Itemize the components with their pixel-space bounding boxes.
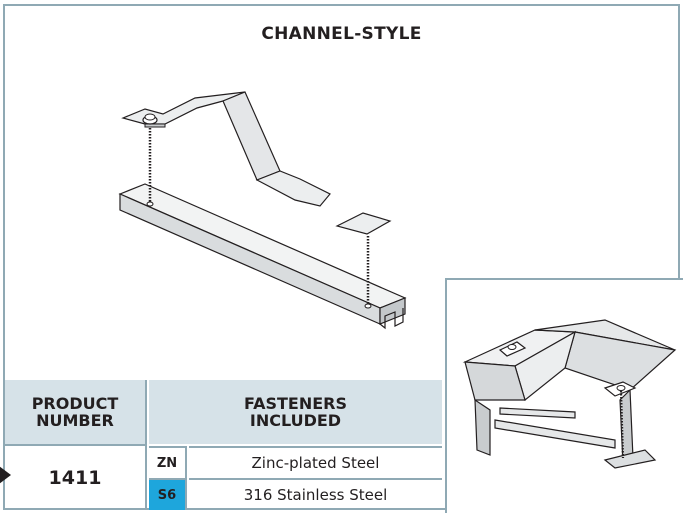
product-number-value: 1411 xyxy=(5,444,147,510)
channel-clamp-illustration-icon xyxy=(105,76,435,356)
material-zinc-plated-steel: Zinc-plated Steel xyxy=(189,446,442,478)
installed-clamp-illustration-icon xyxy=(455,290,681,490)
material-316-stainless-steel: 316 Stainless Steel xyxy=(189,478,442,510)
finish-code-zn: ZN xyxy=(149,446,187,478)
finish-code-s6: S6 xyxy=(149,478,187,510)
pointer-arrow-icon xyxy=(0,463,11,487)
installed-view-panel xyxy=(445,278,683,513)
page-title: CHANNEL-STYLE xyxy=(261,24,422,44)
